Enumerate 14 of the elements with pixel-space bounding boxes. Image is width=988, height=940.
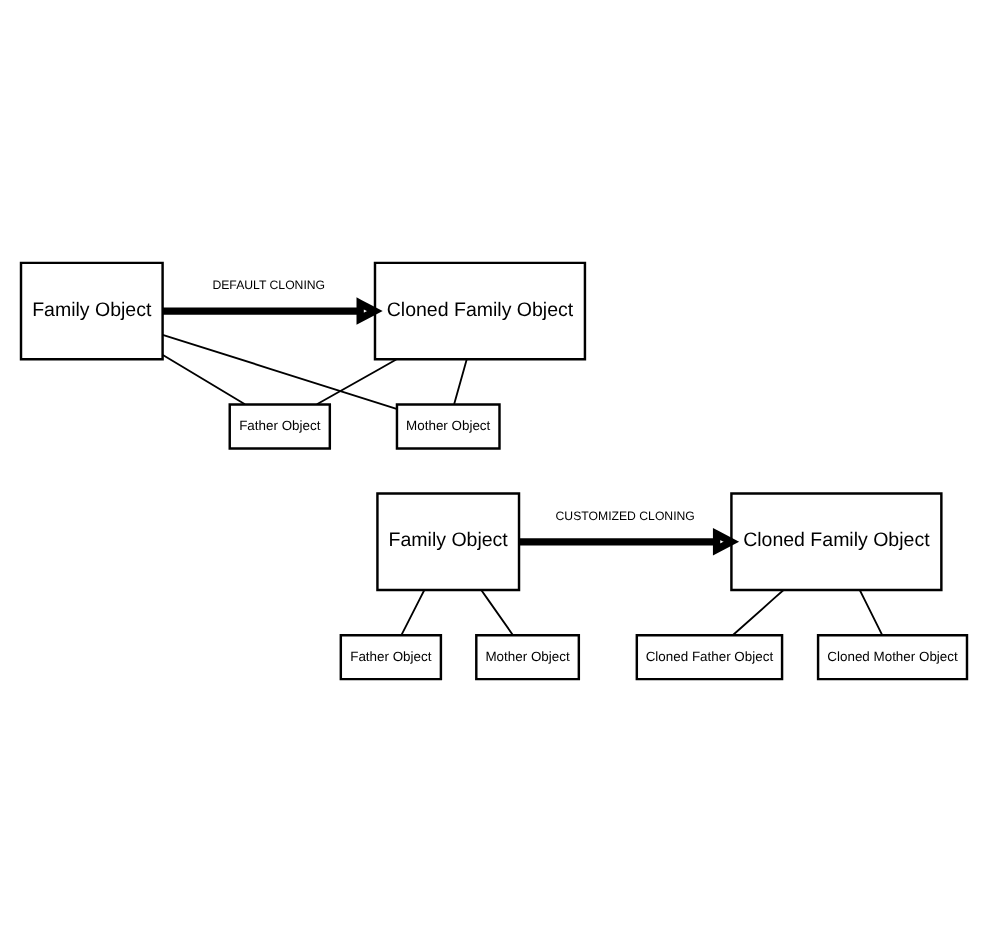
connector [858, 588, 883, 635]
arrow [519, 527, 740, 555]
node-box: Cloned Family Object [730, 491, 943, 591]
connector [453, 357, 468, 404]
node-box: Family Object [19, 260, 164, 360]
arrow [163, 296, 383, 324]
connector [732, 588, 785, 635]
connector [400, 588, 426, 635]
node-box: Cloned Family Object [373, 260, 587, 360]
node-box: Family Object [376, 491, 521, 591]
connector [161, 332, 398, 409]
connector [161, 353, 246, 405]
connector [480, 588, 514, 635]
connector [316, 357, 398, 405]
